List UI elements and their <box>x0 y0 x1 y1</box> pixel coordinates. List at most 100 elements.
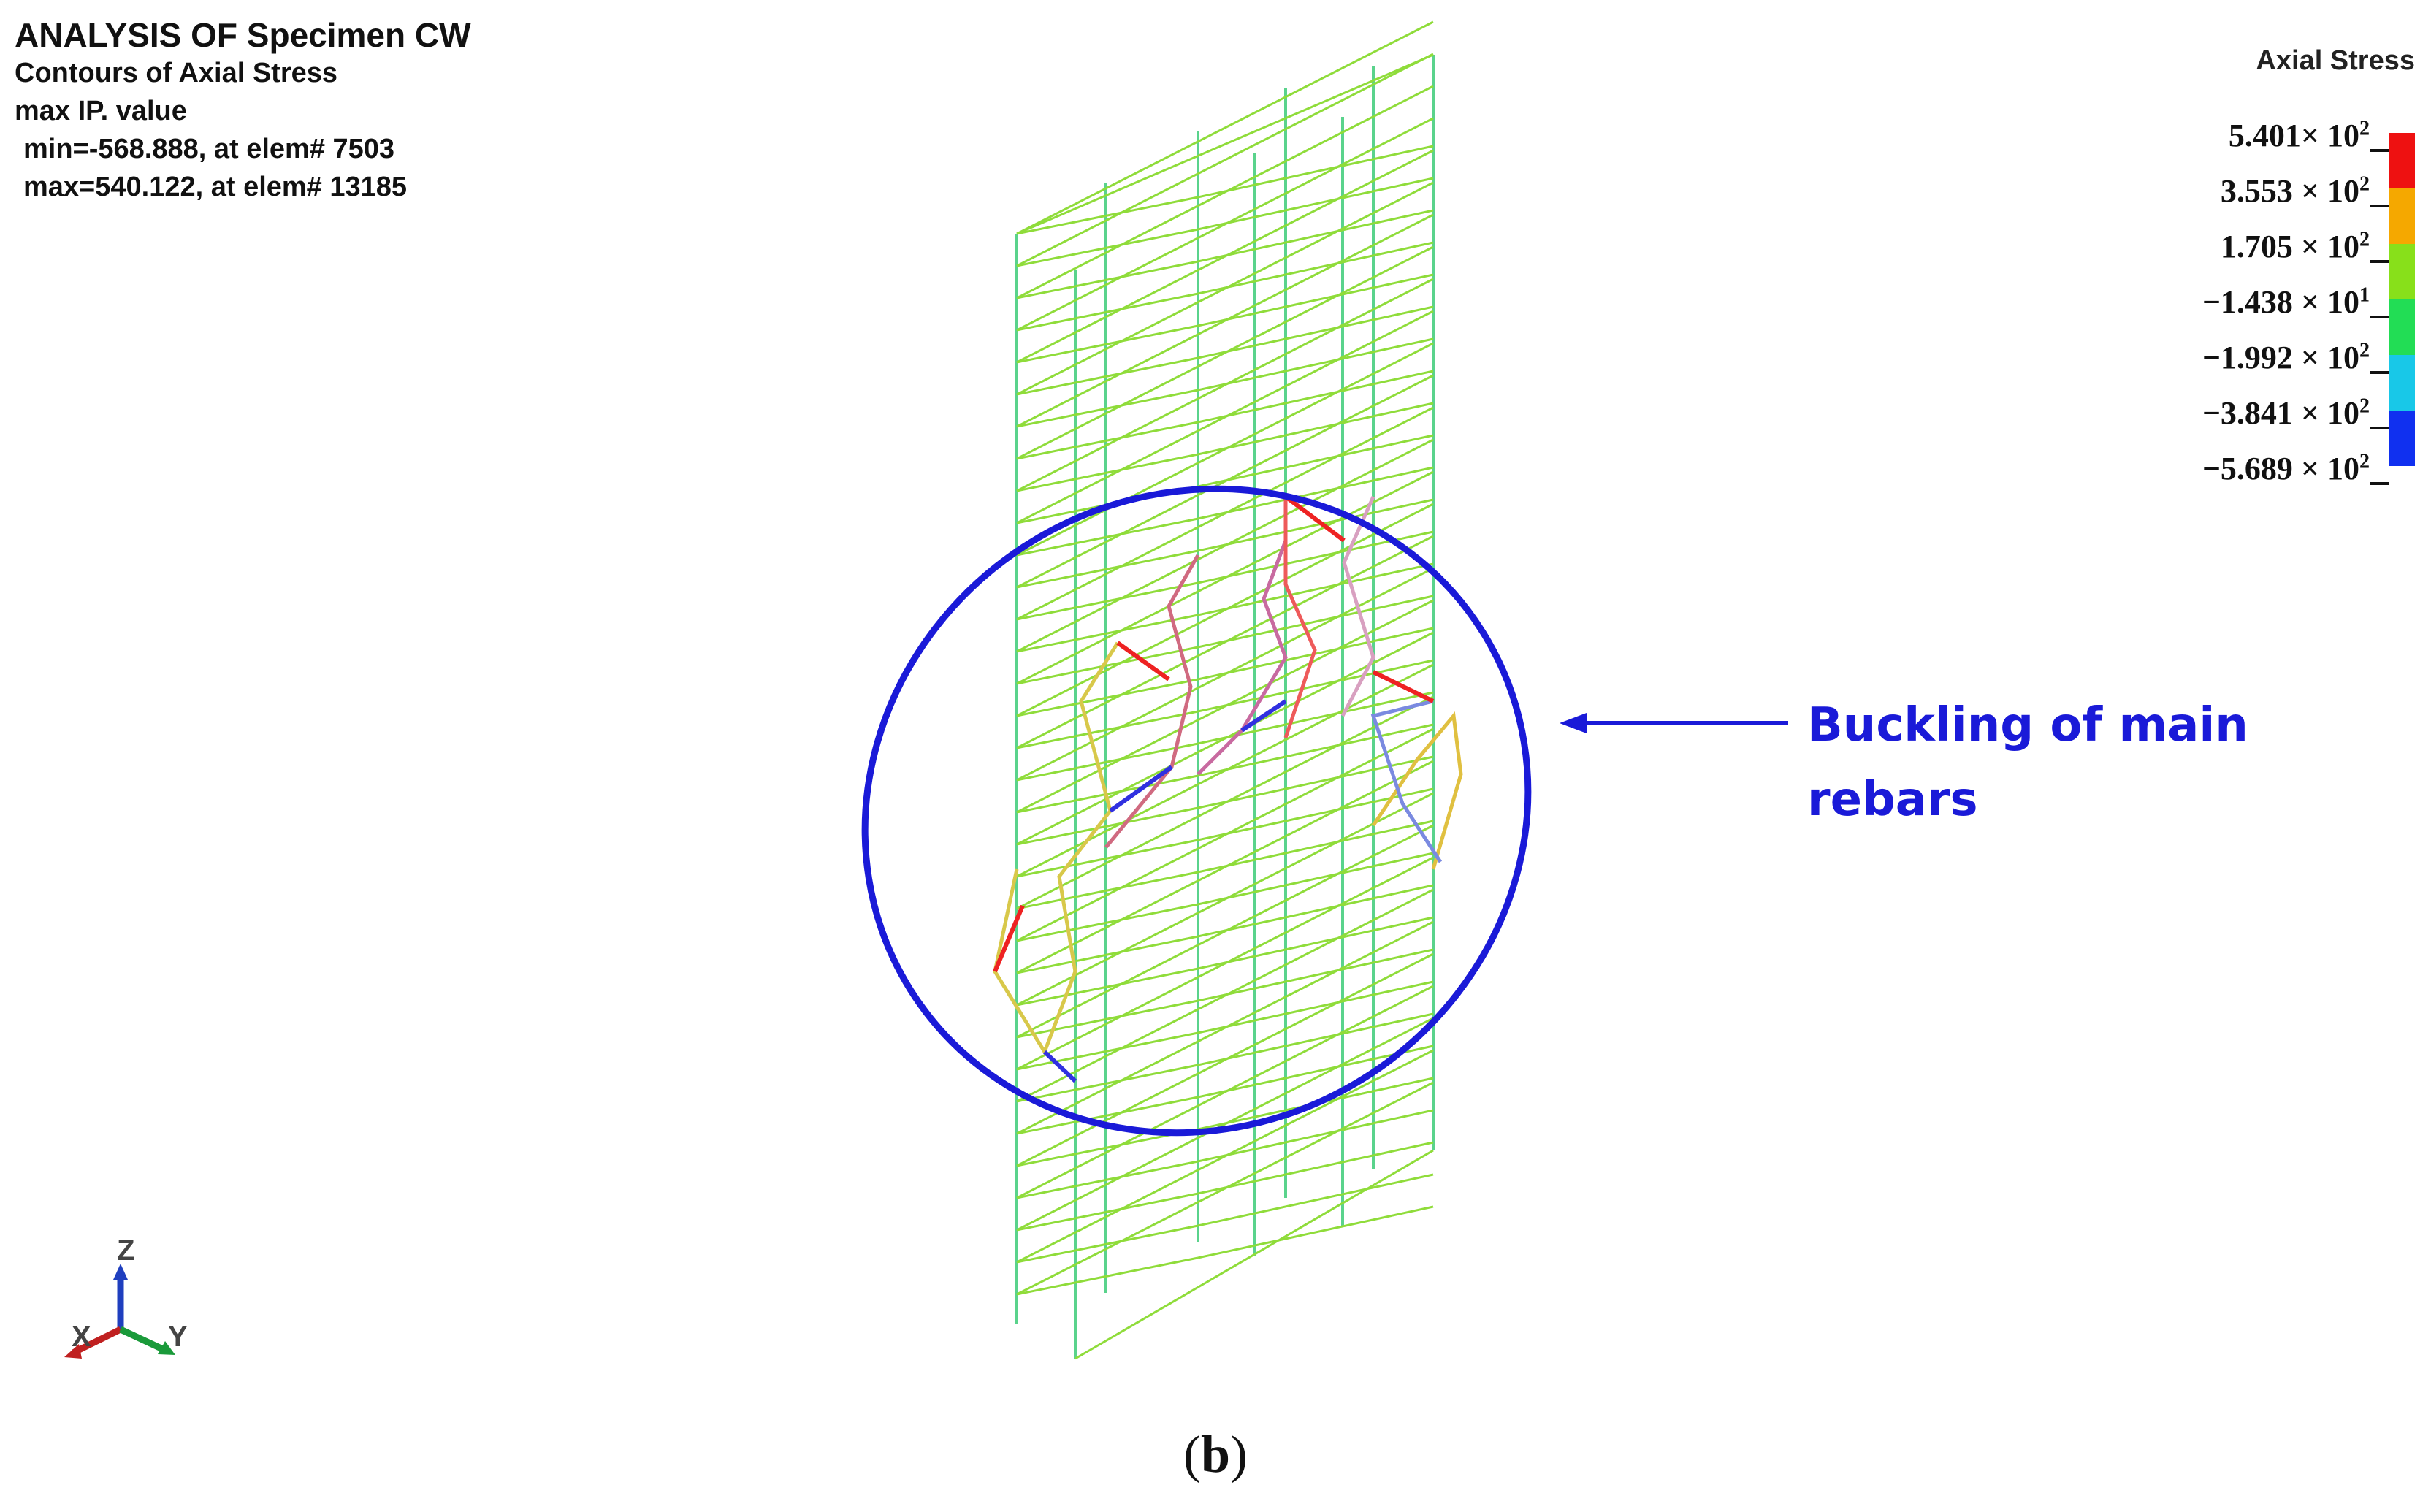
stirrup-tie <box>1016 374 1434 589</box>
caption-label: b <box>1200 1425 1231 1484</box>
frame-edge <box>1016 53 1434 235</box>
buckled-rebar <box>1283 497 1317 738</box>
stirrup-tie <box>1016 678 1199 717</box>
stirrup-tie <box>1016 728 1434 942</box>
stirrup-tie <box>1197 498 1434 552</box>
stirrup-tie <box>1016 760 1434 974</box>
stirrup-tie <box>1016 695 1434 910</box>
legend-tick <box>2370 371 2389 374</box>
stirrup-tie <box>1016 470 1434 685</box>
tension-segment <box>1116 641 1170 681</box>
legend-value-label: −5.689 × 102 <box>2202 450 2370 486</box>
stirrup-tie <box>1197 434 1434 488</box>
stirrup-tie <box>1197 305 1434 359</box>
legend-tick <box>2370 205 2389 207</box>
stirrup-tie <box>1016 406 1434 621</box>
stirrup-tie <box>1016 453 1199 492</box>
stirrup-tie <box>1197 1109 1434 1163</box>
analysis-header: ANALYSIS OF Specimen CW Contours of Axia… <box>15 16 471 206</box>
stirrup-tie <box>1016 549 1199 589</box>
axis-z-label: Z <box>117 1234 135 1267</box>
buckled-rebar <box>1104 554 1200 849</box>
legend-tick <box>2370 149 2389 152</box>
stirrup-tie <box>1016 85 1434 299</box>
stirrup-tie <box>1016 1064 1199 1103</box>
stirrup-tie <box>1016 53 1434 267</box>
legend-tick <box>2370 427 2389 429</box>
stirrup-tie <box>1016 278 1434 492</box>
rebar-mesh <box>1015 20 1435 1360</box>
stirrup-tie <box>1016 535 1434 749</box>
value-type-label: max IP. value <box>15 96 187 126</box>
buckling-annotation: Buckling of main rebars <box>1807 688 2319 837</box>
stirrup-tie <box>1016 421 1199 460</box>
stirrup-tie <box>1197 916 1434 970</box>
legend-color-band <box>2389 355 2415 411</box>
stirrup-tie <box>1197 1173 1434 1227</box>
stirrup-tie <box>1197 177 1434 231</box>
stirrup-tie <box>1016 792 1434 1007</box>
annotation-arrow <box>1560 713 1788 733</box>
legend-value-label: 5.401× 102 <box>2228 117 2370 153</box>
stirrup-tie <box>1197 691 1434 745</box>
stirrup-tie <box>1016 292 1199 332</box>
legend-title: Axial Stress <box>2256 45 2415 76</box>
legend-tick <box>2370 316 2389 318</box>
stirrup-tie <box>1197 337 1434 392</box>
buckled-rebar <box>993 641 1120 1056</box>
stirrup-tie <box>1016 646 1199 685</box>
legend-value-label: −3.841 × 102 <box>2202 394 2370 431</box>
stirrup-tie <box>1016 438 1434 653</box>
stirrup-tie <box>1016 517 1199 557</box>
stirrup-tie <box>1016 839 1199 878</box>
stirrup-tie <box>1016 952 1434 1167</box>
stirrup-tie <box>1197 562 1434 616</box>
legend-color-band <box>2389 411 2415 466</box>
stirrup-tie <box>1016 213 1434 428</box>
stirrup-tie <box>1016 503 1434 717</box>
stirrup-tie <box>1197 1012 1434 1066</box>
stirrup-tie <box>1016 196 1199 235</box>
stirrup-tie <box>1197 530 1434 584</box>
legend-color-band <box>2389 188 2415 244</box>
analysis-title: ANALYSIS OF Specimen CW <box>15 16 471 54</box>
stirrup-tie <box>1016 1049 1434 1264</box>
stirrup-tie <box>1016 1224 1199 1264</box>
stirrup-tie <box>1197 402 1434 456</box>
stirrup-tie <box>1016 181 1434 396</box>
stirrup-tie <box>1016 856 1434 1071</box>
stirrup-tie <box>1016 356 1199 396</box>
stirrup-tie <box>1016 871 1199 910</box>
stirrup-tie <box>1016 342 1434 557</box>
compression-segment <box>1240 699 1287 733</box>
stirrup-tie <box>1197 980 1434 1034</box>
stirrup-tie <box>1197 884 1434 938</box>
stirrup-tie <box>1016 824 1434 1039</box>
stirrup-tie <box>1197 370 1434 424</box>
stirrup-tie <box>1197 466 1434 520</box>
stirrup-tie <box>1197 820 1434 874</box>
stirrup-tie <box>1016 149 1434 364</box>
stirrup-tie <box>1197 852 1434 906</box>
stirrup-tie <box>1016 631 1434 846</box>
stirrup-tie <box>1016 581 1199 621</box>
stirrup-tie <box>1197 1141 1434 1195</box>
tension-segment <box>1372 670 1435 703</box>
max-value-label: max=540.122, at elem# 13185 <box>23 172 408 202</box>
min-value-label: min=-568.888, at elem# 7503 <box>23 134 395 164</box>
axis-y-label: Y <box>168 1321 188 1353</box>
legend-tick <box>2370 482 2389 485</box>
rebar-cage-figure <box>861 20 1788 1360</box>
stirrup-tie <box>1016 935 1199 974</box>
stirrup-tie <box>1197 145 1434 199</box>
stirrup-tie <box>1016 710 1199 749</box>
axis-x-label: X <box>72 1321 91 1353</box>
figure-caption: (b) <box>1183 1425 1248 1484</box>
legend-color-bar <box>2389 133 2415 466</box>
stirrup-tie <box>1016 985 1434 1199</box>
stirrup-tie <box>1016 1096 1199 1135</box>
stirrup-tie <box>1197 659 1434 713</box>
stirrup-tie <box>1197 948 1434 1002</box>
legend-value-label: −1.992 × 102 <box>2202 339 2370 375</box>
